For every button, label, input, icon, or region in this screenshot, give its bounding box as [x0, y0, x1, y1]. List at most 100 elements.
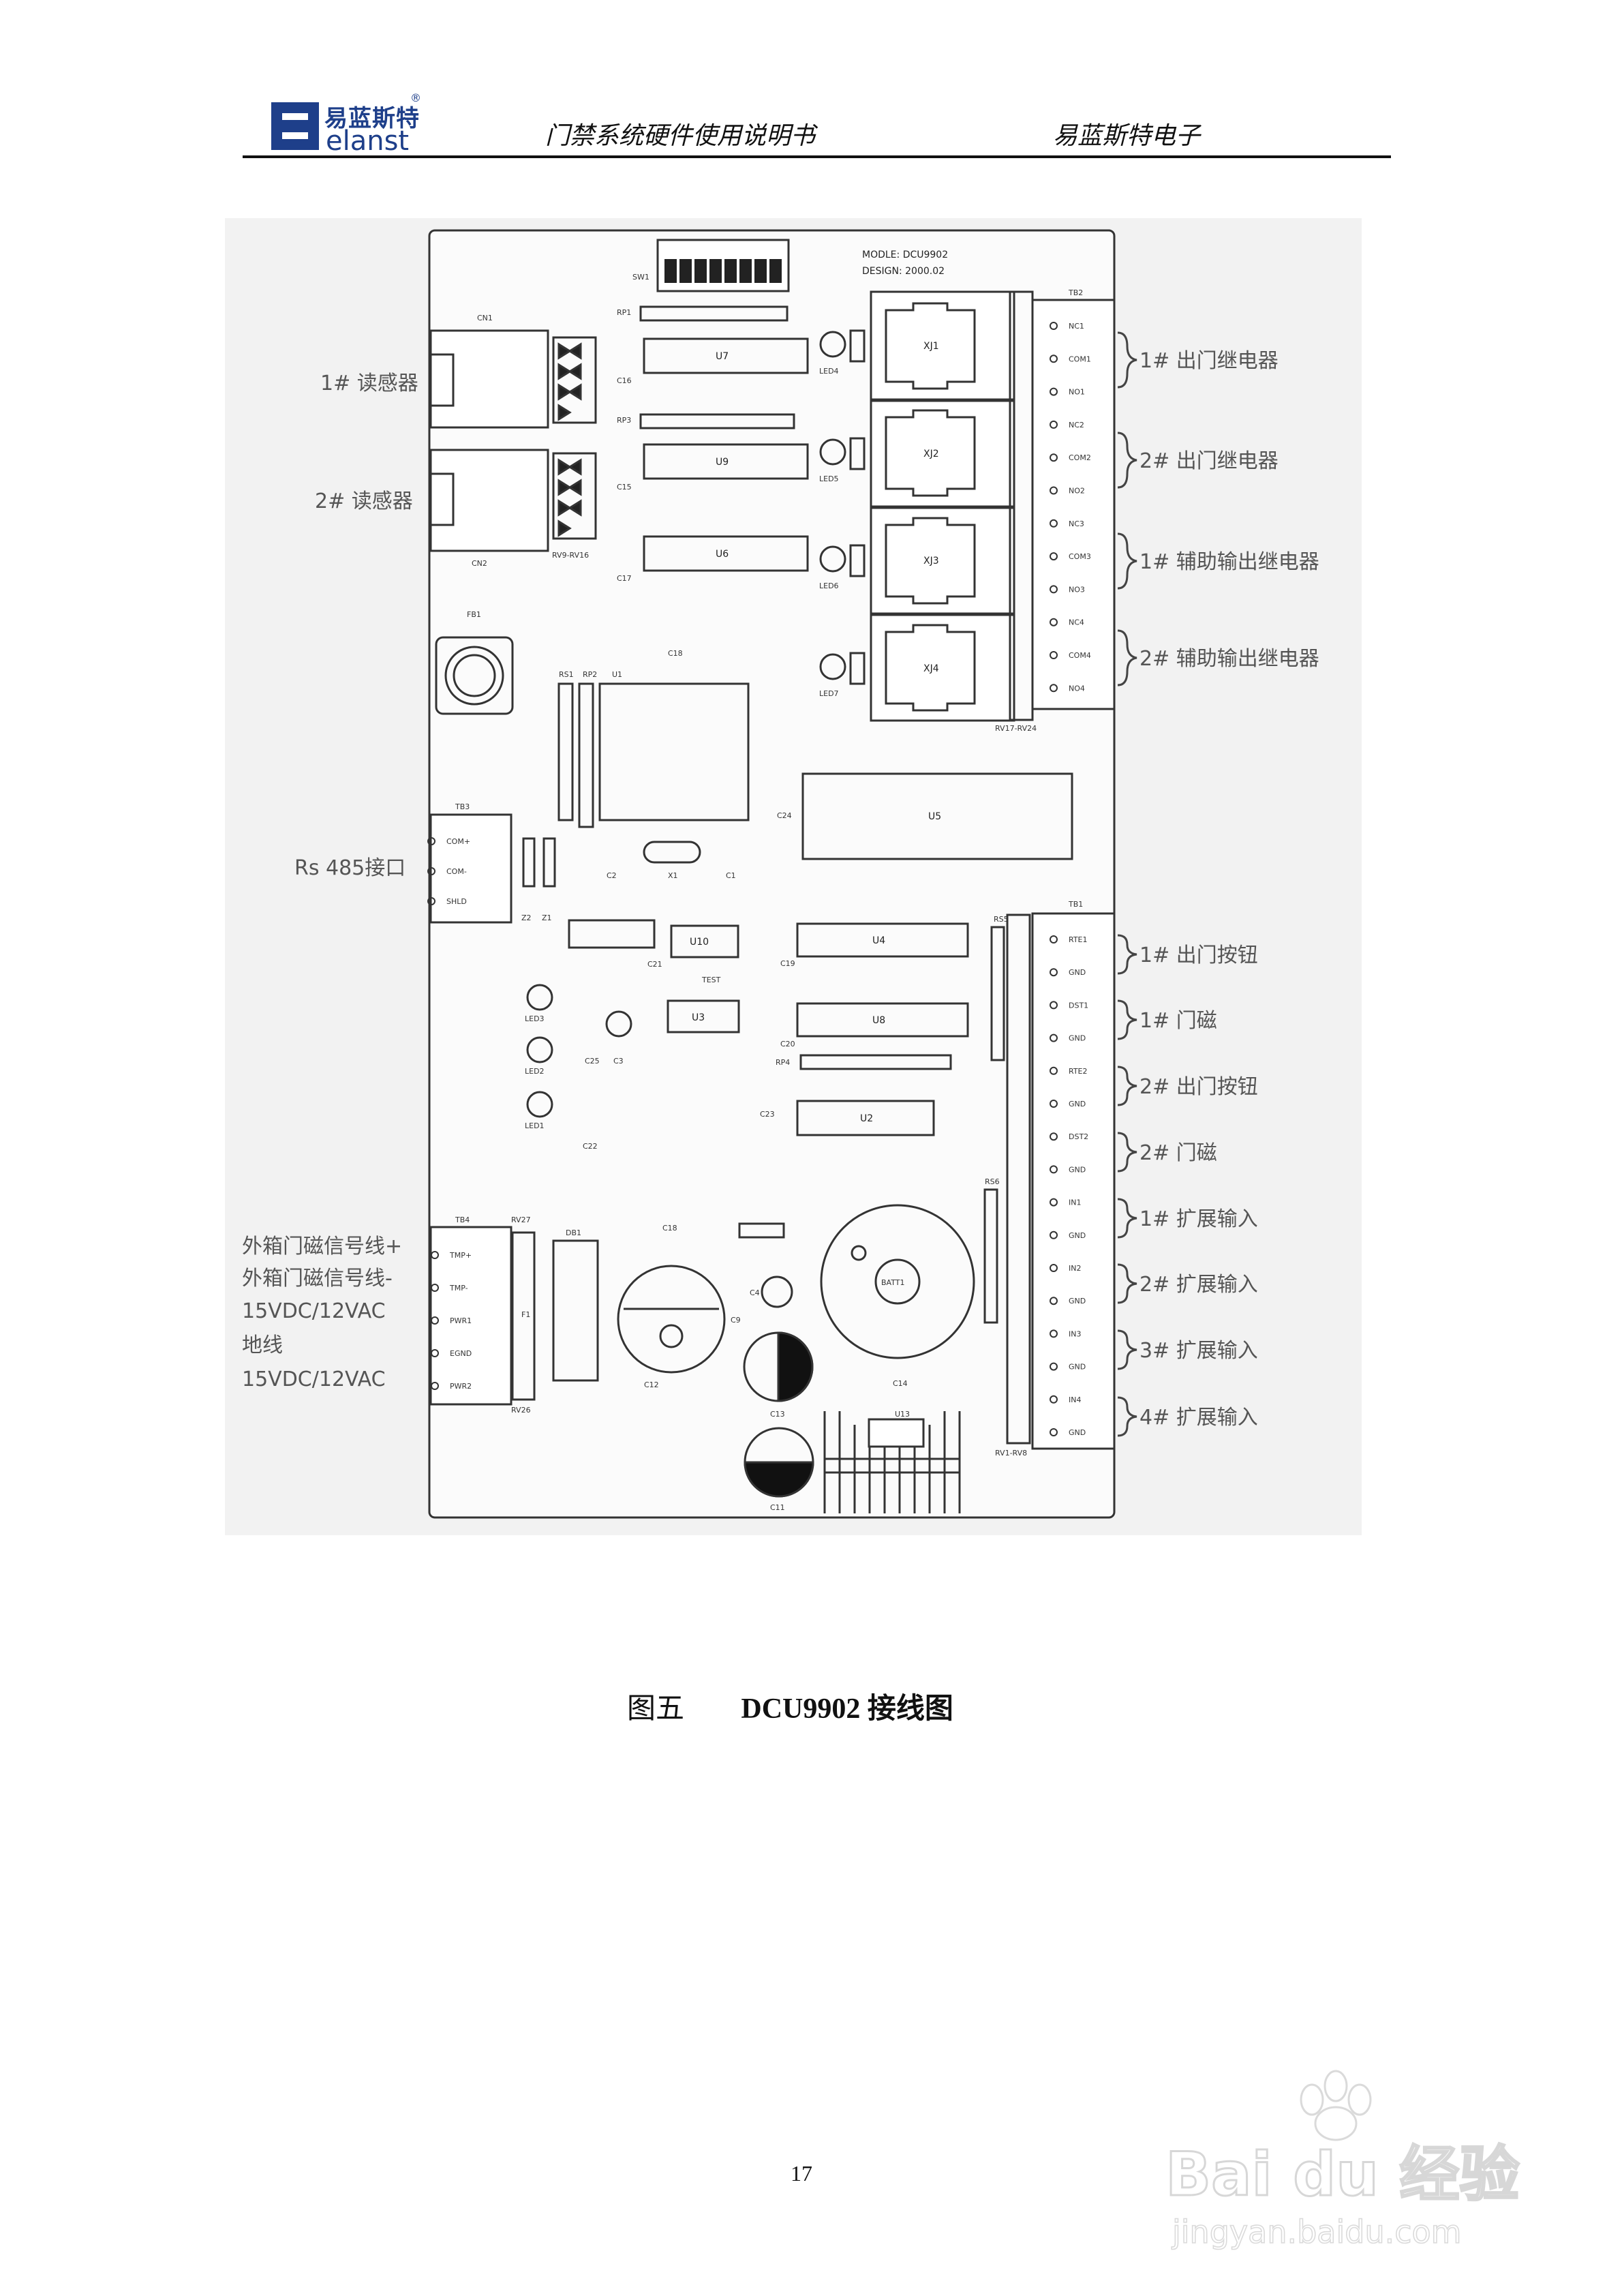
tb2-screw-icon-9 [1050, 618, 1058, 626]
input-brace-5 [1117, 1263, 1137, 1304]
designator-u1: U1 [612, 670, 622, 679]
tb3-screw-icon-1 [427, 867, 435, 875]
tb1-pin-3: GND [1069, 1034, 1086, 1043]
chip-label-u2: U2 [860, 1113, 873, 1124]
tb1-pin-5: GND [1069, 1100, 1086, 1108]
led-column-left [526, 984, 553, 1118]
label-tb4-2: 外箱门磁信号线- [242, 1267, 393, 1290]
tb4-screw-icon-2 [431, 1316, 439, 1325]
tb1-screw-icon-15 [1050, 1428, 1058, 1436]
bridge-rectifier-db1 [552, 1239, 599, 1382]
led5: LED5 [819, 474, 839, 483]
tb1-pin-10: IN2 [1069, 1264, 1081, 1273]
designator-c20: C20 [780, 1040, 795, 1048]
caption-number: 图五 [627, 1691, 685, 1725]
designator-c9: C9 [731, 1316, 741, 1325]
input-brace-6 [1117, 1329, 1137, 1370]
designator-batt1: BATT1 [881, 1278, 904, 1287]
input-label-6: 3# 扩展输入 [1139, 1339, 1258, 1363]
tb1-screw-icon-0 [1050, 935, 1058, 943]
designator-tb4: TB4 [455, 1215, 470, 1224]
designator-c19: C19 [780, 959, 795, 968]
designator-rp1: RP1 [617, 308, 631, 317]
tb3-pin-1: COM- [446, 867, 467, 876]
designator-c14: C14 [893, 1379, 908, 1388]
logo-mark-icon [271, 102, 319, 150]
chip-u7 [643, 337, 809, 374]
chip-label-u5: U5 [928, 811, 941, 822]
tb2-screw-icon-11 [1050, 684, 1058, 693]
tb4-screw-icon-3 [431, 1349, 439, 1357]
led2: LED2 [525, 1067, 545, 1076]
tb3-pin-2: SHLD [446, 897, 467, 906]
terminal-block-tb4 [429, 1226, 512, 1406]
tb1-screw-icon-10 [1050, 1264, 1058, 1272]
designator-db1: DB1 [566, 1228, 581, 1237]
tb1-screw-icon-14 [1050, 1395, 1058, 1404]
relay-block [870, 290, 1015, 722]
resistor-rs6 [983, 1188, 998, 1324]
designator-rv9: RV9-RV16 [552, 551, 589, 560]
designator-c16: C16 [617, 376, 632, 385]
label-reader-2: 2# 读感器 [315, 489, 413, 513]
designator-c2: C2 [607, 871, 617, 880]
connector-cn1 [429, 329, 597, 429]
chip-u6 [643, 535, 809, 572]
tb4-pin-3: EGND [450, 1349, 472, 1358]
battery-batt1 [820, 1204, 975, 1359]
chip-u10 [670, 924, 739, 958]
designator-c13: C13 [770, 1410, 785, 1419]
relay-brace-2 [1117, 532, 1137, 590]
logo-registered-mark: ® [410, 91, 421, 104]
tb1-screw-icon-5 [1050, 1100, 1058, 1108]
tb1-pin-14: IN4 [1069, 1395, 1081, 1404]
designator-c22: C22 [583, 1142, 598, 1151]
designator-c3: C3 [613, 1057, 624, 1066]
designator-c17: C17 [617, 574, 632, 583]
tb1-pin-15: GND [1069, 1428, 1086, 1437]
tb2-screw-icon-3 [1050, 420, 1058, 429]
tb2-screw-icon-1 [1050, 354, 1058, 363]
input-brace-2 [1117, 1066, 1137, 1106]
board-design: DESIGN: 2000.02 [862, 266, 945, 277]
figure-caption: 图五 DCU9902 接线图 [627, 1685, 953, 1727]
baidu-jingyan-watermark: Bai du 经验 jingyan.baidu.com [1165, 2070, 1520, 2251]
tb1-pin-7: GND [1069, 1165, 1086, 1174]
designator-cn2: CN2 [472, 559, 487, 568]
paw-icon [1300, 2070, 1372, 2141]
tb3-pin-0: COM+ [446, 837, 470, 846]
tb1-screw-icon-9 [1050, 1230, 1058, 1239]
input-label-4: 1# 扩展输入 [1139, 1207, 1258, 1231]
resistor-array [568, 919, 656, 949]
tb4-screw-icon-0 [431, 1251, 439, 1259]
tb1-screw-icon-7 [1050, 1165, 1058, 1174]
resistor-rs5 [990, 926, 1005, 1061]
led1: LED1 [525, 1121, 545, 1130]
label-tb4-1: 外箱门磁信号线+ [242, 1235, 402, 1258]
ic-u1 [598, 682, 750, 821]
designator-c18-power: C18 [662, 1224, 677, 1233]
relay-brace-3 [1117, 629, 1137, 686]
resistor-rp2 [578, 682, 594, 828]
tb4-screw-icon-1 [431, 1284, 439, 1292]
relay-xj4: XJ4 [923, 663, 939, 674]
tb1-pin-labels: RTE1GNDDST1GNDRTE2GNDDST2GNDIN1GNDIN2GND… [1050, 935, 1088, 1437]
tb2-pin-7: COM3 [1069, 552, 1091, 561]
designator-rp2: RP2 [583, 670, 597, 679]
chip-label-u8: U8 [872, 1015, 885, 1026]
ferrite-fb1 [435, 636, 514, 715]
designator-c25: C25 [585, 1057, 600, 1066]
tb2-screw-icon-8 [1050, 585, 1058, 594]
chip-label-u6: U6 [716, 549, 729, 560]
tb1-screw-icon-13 [1050, 1362, 1058, 1371]
tb2-pin-4: COM2 [1069, 453, 1091, 462]
tb1-pin-12: IN3 [1069, 1329, 1081, 1338]
tb3-screw-icon-2 [427, 897, 435, 905]
tb3-screw-icon-0 [427, 837, 435, 845]
designator-rs6: RS6 [985, 1177, 1000, 1186]
designator-c12: C12 [644, 1380, 659, 1389]
input-brace-7 [1117, 1396, 1137, 1437]
tb2-pin-3: NC2 [1069, 421, 1084, 429]
